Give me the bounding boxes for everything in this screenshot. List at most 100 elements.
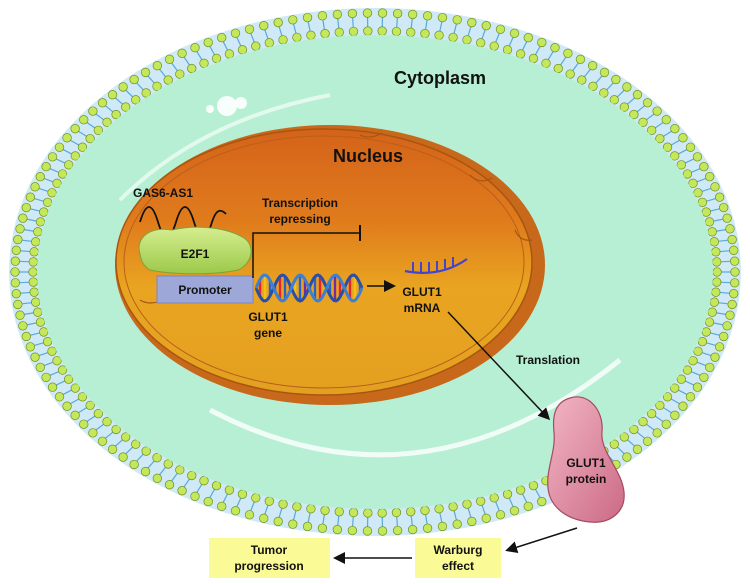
lipid-head bbox=[638, 417, 648, 427]
lipid-head bbox=[705, 362, 715, 372]
lipid-head bbox=[64, 374, 74, 384]
lipid-head bbox=[347, 525, 358, 536]
vesicle bbox=[235, 97, 247, 109]
lipid-head bbox=[259, 513, 269, 523]
lipid-head bbox=[175, 69, 185, 79]
lipid-head bbox=[553, 63, 563, 74]
lipid-head bbox=[177, 48, 187, 58]
lipid-head bbox=[244, 510, 255, 520]
lipid-head bbox=[77, 392, 88, 402]
e2f1-protein bbox=[138, 226, 252, 275]
lipid-head bbox=[452, 15, 462, 25]
lipid-head bbox=[244, 24, 255, 34]
lipid-head bbox=[140, 67, 151, 78]
lipid-head bbox=[41, 162, 51, 172]
lipid-head bbox=[77, 142, 88, 152]
lipid-head bbox=[334, 507, 344, 517]
lipid-head bbox=[31, 297, 41, 307]
tumor-label-line1: Tumor bbox=[251, 543, 288, 557]
lipid-head bbox=[392, 8, 403, 19]
lipid-head bbox=[152, 81, 162, 91]
lipid-head bbox=[52, 356, 62, 366]
lipid-head bbox=[632, 90, 643, 100]
lipid-head bbox=[652, 428, 662, 438]
lipid-head bbox=[230, 28, 241, 38]
nucleus-label: Nucleus bbox=[333, 146, 403, 166]
cytoplasm-label: Cytoplasm bbox=[394, 68, 486, 88]
lipid-head bbox=[678, 401, 688, 411]
lipid-head bbox=[237, 489, 248, 499]
lipid-head bbox=[199, 58, 209, 68]
lipid-head bbox=[711, 287, 721, 297]
lipid-head bbox=[563, 48, 573, 58]
e2f1-label: E2F1 bbox=[181, 247, 210, 261]
lipid-head bbox=[670, 383, 680, 393]
lipid-head bbox=[302, 12, 313, 23]
lipid-head bbox=[678, 133, 688, 143]
transcription-label-line2: repressing bbox=[269, 212, 330, 226]
lipid-head bbox=[709, 237, 719, 247]
lipid-head bbox=[489, 493, 499, 503]
lipid-head bbox=[28, 257, 38, 267]
lipid-head bbox=[224, 49, 235, 59]
lipid-head bbox=[707, 227, 717, 237]
lipid-head bbox=[79, 115, 89, 125]
lipid-head bbox=[670, 124, 680, 134]
lipid-head bbox=[33, 227, 43, 237]
lipid-head bbox=[25, 342, 36, 352]
lipid-head bbox=[64, 160, 74, 170]
lipid-head bbox=[187, 470, 197, 481]
lipid-head bbox=[334, 27, 344, 37]
lipid-head bbox=[662, 142, 673, 152]
lipid-head bbox=[70, 410, 80, 420]
lipid-head bbox=[13, 299, 23, 310]
lipid-head bbox=[152, 473, 162, 483]
lipid-head bbox=[237, 45, 248, 55]
lipid-head bbox=[467, 17, 477, 28]
lipid-head bbox=[29, 287, 39, 297]
cytoplasm-highlight-upper bbox=[118, 93, 331, 202]
lipid-head bbox=[52, 178, 62, 188]
lipid-head bbox=[62, 133, 72, 143]
lipid-head bbox=[190, 43, 200, 53]
lipid-head bbox=[647, 125, 657, 135]
lncrna-wave-icon bbox=[139, 206, 227, 238]
dna-strand bbox=[254, 273, 364, 303]
lipid-head bbox=[362, 8, 373, 18]
cytoplasm-highlight bbox=[208, 358, 622, 458]
lipid-head bbox=[693, 188, 703, 198]
lipid-head bbox=[714, 192, 725, 202]
lipid-head bbox=[140, 466, 151, 477]
lipid-head bbox=[54, 392, 65, 402]
lipid-head bbox=[523, 501, 533, 512]
lipid-head bbox=[131, 439, 141, 449]
lipid-head bbox=[259, 21, 269, 31]
lipid-head bbox=[406, 507, 416, 517]
lipid-head bbox=[35, 317, 46, 327]
lipid-head bbox=[362, 526, 373, 536]
lipid-head bbox=[377, 508, 387, 518]
lipid-head bbox=[515, 485, 526, 495]
lipid-head bbox=[31, 237, 41, 247]
lipid-head bbox=[93, 409, 103, 419]
lipid-head bbox=[662, 392, 673, 402]
lipid-head bbox=[292, 501, 302, 512]
lipid-head bbox=[97, 436, 108, 446]
lipid-head bbox=[693, 346, 703, 356]
lipid-head bbox=[537, 37, 547, 48]
lipid-head bbox=[306, 30, 316, 40]
protein-to-warburg-arrow bbox=[505, 527, 578, 553]
lipid-head bbox=[420, 28, 430, 39]
lipid-head bbox=[727, 299, 737, 310]
lipid-head bbox=[575, 54, 586, 64]
lipid-head bbox=[18, 213, 28, 223]
lipid-head bbox=[481, 513, 491, 523]
lipid-head bbox=[13, 234, 23, 245]
lipid-head bbox=[588, 81, 598, 91]
lipid-head bbox=[217, 32, 227, 43]
lipid-head bbox=[41, 372, 51, 382]
warburg-label-line1: Warburg bbox=[434, 543, 483, 557]
lipid-head bbox=[88, 106, 98, 116]
vesicle bbox=[217, 96, 237, 116]
repression-arrow bbox=[252, 232, 360, 278]
